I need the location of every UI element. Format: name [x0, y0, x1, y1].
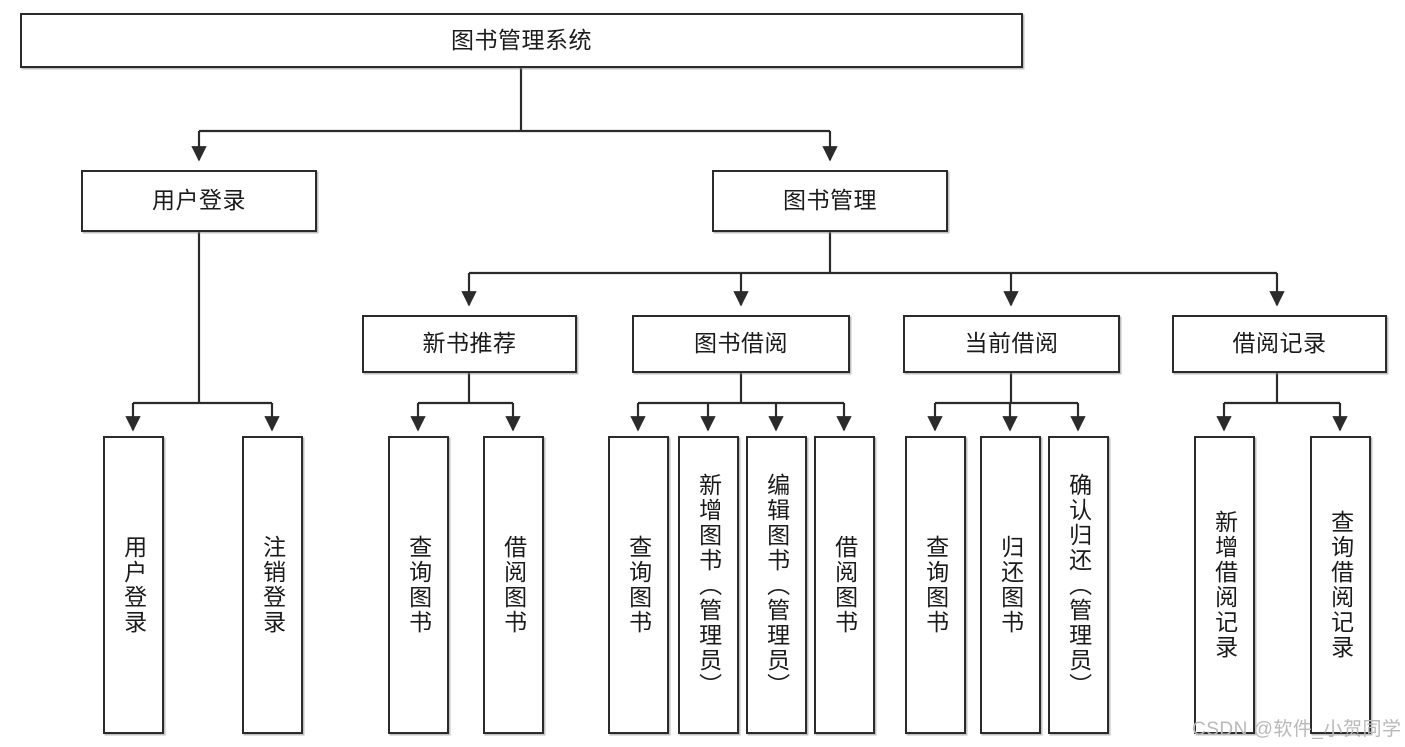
- leaf-borrow-book-1-label: 借阅图书: [500, 535, 527, 635]
- leaf-edit-book[interactable]: 编辑图书（管理员）: [746, 436, 807, 734]
- leaf-add-book-label: 新增图书（管理员）: [695, 472, 722, 698]
- node-book-management[interactable]: 图书管理: [712, 170, 948, 232]
- leaf-borrow-book-1[interactable]: 借阅图书: [483, 436, 544, 734]
- leaf-query-book-1-label: 查询图书: [405, 535, 432, 635]
- leaf-logout-login[interactable]: 注销登录: [242, 436, 303, 734]
- node-borrow-record[interactable]: 借阅记录: [1172, 315, 1387, 373]
- leaf-return-book[interactable]: 归还图书: [980, 436, 1041, 734]
- leaf-confirm-return[interactable]: 确认归还（管理员）: [1048, 436, 1109, 734]
- node-new-book-recommend[interactable]: 新书推荐: [362, 315, 577, 373]
- leaf-query-book-1[interactable]: 查询图书: [388, 436, 449, 734]
- leaf-user-login[interactable]: 用户登录: [103, 436, 164, 734]
- leaf-borrow-book-2[interactable]: 借阅图书: [814, 436, 875, 734]
- leaf-logout-login-label: 注销登录: [259, 535, 286, 635]
- leaf-query-book-2-label: 查询图书: [625, 535, 652, 635]
- node-current-borrow[interactable]: 当前借阅: [903, 315, 1120, 373]
- leaf-query-book-2[interactable]: 查询图书: [608, 436, 669, 734]
- node-root[interactable]: 图书管理系统: [20, 13, 1023, 68]
- leaf-query-record-label: 查询借阅记录: [1327, 510, 1354, 660]
- leaf-query-book-3-label: 查询图书: [922, 535, 949, 635]
- node-book-management-label: 图书管理: [783, 187, 877, 214]
- node-user-login-label: 用户登录: [152, 187, 246, 214]
- csdn-watermark: CSDN @软件_小贺同学: [1192, 719, 1402, 740]
- node-book-borrow-label: 图书借阅: [694, 330, 788, 357]
- node-user-login[interactable]: 用户登录: [81, 170, 317, 232]
- node-root-label: 图书管理系统: [451, 26, 592, 53]
- node-book-borrow[interactable]: 图书借阅: [632, 315, 850, 373]
- leaf-confirm-return-label: 确认归还（管理员）: [1065, 472, 1092, 698]
- node-new-book-recommend-label: 新书推荐: [422, 330, 517, 357]
- leaf-user-login-label: 用户登录: [120, 535, 147, 635]
- leaf-add-record[interactable]: 新增借阅记录: [1194, 436, 1255, 734]
- leaf-add-record-label: 新增借阅记录: [1211, 510, 1238, 660]
- leaf-edit-book-label: 编辑图书（管理员）: [763, 472, 790, 698]
- leaf-query-book-3[interactable]: 查询图书: [905, 436, 966, 734]
- node-borrow-record-label: 借阅记录: [1232, 330, 1327, 357]
- leaf-return-book-label: 归还图书: [997, 535, 1024, 635]
- leaf-borrow-book-2-label: 借阅图书: [831, 535, 858, 635]
- leaf-query-record[interactable]: 查询借阅记录: [1310, 436, 1371, 734]
- node-current-borrow-label: 当前借阅: [964, 330, 1059, 357]
- leaf-add-book[interactable]: 新增图书（管理员）: [678, 436, 739, 734]
